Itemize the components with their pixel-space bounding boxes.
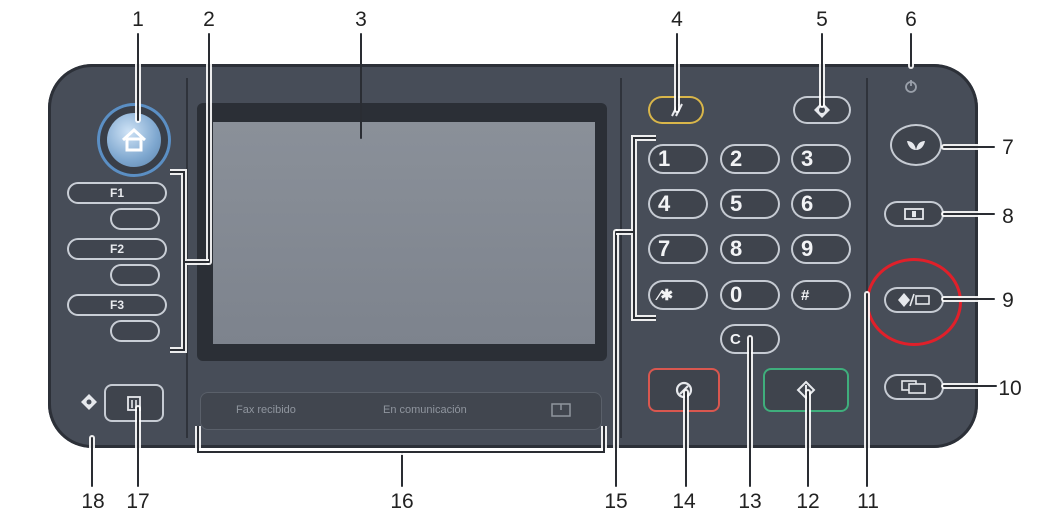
keypad-1[interactable]: 1 [648,144,708,174]
keypad-2[interactable]: 2 [720,144,780,174]
callout-5: 5 [816,8,828,31]
callout-14: 14 [672,490,696,513]
display-panel[interactable] [213,122,595,344]
function-key-f2[interactable]: F2 [67,238,167,260]
keypad-8[interactable]: 8 [720,234,780,264]
energy-saver-key[interactable] [890,124,942,166]
simple-screen-key[interactable] [884,374,944,400]
keypad-4[interactable]: 4 [648,189,708,219]
callout-3: 3 [355,8,367,31]
callout-2: 2 [203,8,215,31]
home-icon [121,127,147,152]
login-logout-key[interactable] [884,201,944,227]
callout-11: 11 [857,490,879,513]
callout-15: 15 [604,490,628,513]
function-key-f1[interactable]: F1 [67,182,167,204]
program-icon [814,102,830,118]
data-in-indicator-icon [81,394,97,410]
keypad-9[interactable]: 9 [791,234,851,264]
callout-13: 13 [738,490,762,513]
keypad-5[interactable]: 5 [720,189,780,219]
simple-screen-icon [901,380,926,394]
fax-received-indicator: Fax recibido [236,404,296,416]
confidential-file-icon [551,403,571,417]
callout-12: 12 [796,490,820,513]
callout-17: 17 [126,490,150,513]
callout-16: 16 [390,490,414,513]
home-button[interactable] [107,113,161,167]
login-logout-icon [904,208,924,220]
callout-9: 9 [1002,289,1014,312]
keypad-0[interactable]: 0 [720,280,780,310]
keypad-6[interactable]: 6 [791,189,851,219]
keypad-7[interactable]: 7 [648,234,708,264]
function-key-f3-sub[interactable] [110,320,160,342]
main-power-indicator-icon [905,80,917,93]
divider-keypad-side [866,78,868,438]
callout-1: 1 [132,8,144,31]
callout-7: 7 [1002,136,1014,159]
function-key-f2-sub[interactable] [110,264,160,286]
indicator-strip [200,392,602,430]
callout-10: 10 [998,377,1022,400]
function-key-f3[interactable]: F3 [67,294,167,316]
energy-saver-icon [907,141,925,150]
callout-18: 18 [81,490,105,513]
keypad-slash-star[interactable]: ⁄✱ [648,280,708,310]
function-key-f1-sub[interactable] [110,208,160,230]
keypad-hash[interactable]: # [791,280,851,310]
callout-4: 4 [671,8,683,31]
keypad-3[interactable]: 3 [791,144,851,174]
divider-screen-keypad [620,78,622,438]
callout-8: 8 [1002,205,1014,228]
callout-6: 6 [905,8,917,31]
communicating-indicator: En comunicación [383,404,467,416]
